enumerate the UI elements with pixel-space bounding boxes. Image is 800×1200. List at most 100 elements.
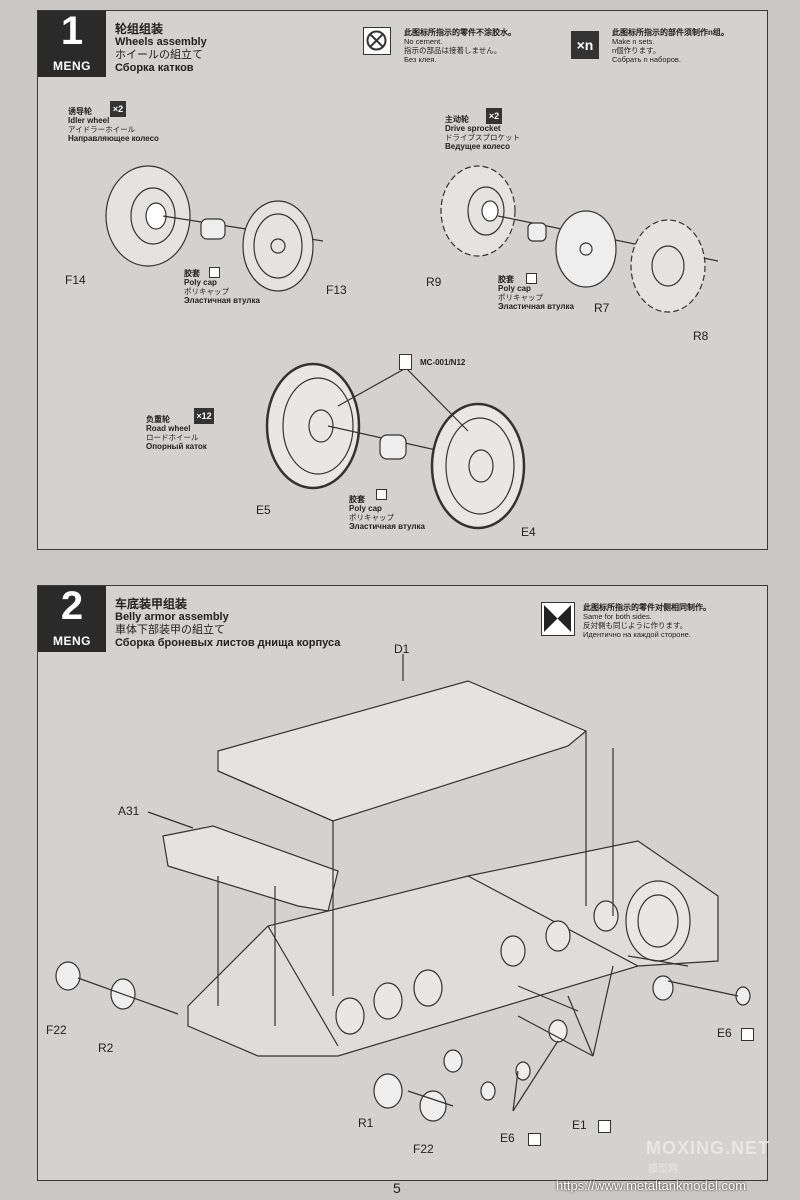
step-2-badge: 2 MENG: [38, 584, 106, 652]
caption-en: Road wheel: [146, 424, 191, 433]
step-number: 1: [60, 9, 84, 53]
same-both-sides-note: 此图标所指示的零件对侧相同制作。 Same for both sides. 反対…: [583, 603, 711, 639]
meng-logo: MENG: [53, 634, 91, 648]
make-n-note: 此图标所指示的部件须制作n组。 Make n sets. n個作ります。 Соб…: [612, 28, 729, 64]
same-both-sides-icon: [598, 1120, 611, 1133]
part-E1: E1: [572, 1118, 587, 1132]
step-1-badge: 1 MENG: [38, 9, 106, 77]
no-cement-note: 此图标所指示的零件不涂胶水。 No cement. 指示の部品は接着しません。 …: [404, 28, 516, 64]
part-E6: E6: [500, 1131, 515, 1145]
step-2-title: 车底装甲组装 Belly armor assembly 車体下部装甲の組立て С…: [115, 598, 340, 650]
part-F22: F22: [413, 1142, 434, 1156]
caption-cn: 主动轮: [445, 115, 469, 124]
step-1-title: 轮组组装 Wheels assembly ホイールの組立て Сборка кат…: [115, 23, 207, 75]
caption-ru: Ведущее колесо: [445, 142, 510, 151]
caption-jp: ロードホイール: [146, 433, 199, 442]
road-wheel-caption: 负重轮 Road wheel ロードホイール Опорный каток: [146, 415, 207, 451]
caption-ru: Направляющее колесо: [68, 134, 159, 143]
page-number: 5: [393, 1180, 401, 1196]
no-cement-icon: [209, 267, 220, 278]
part-R1: R1: [358, 1116, 374, 1130]
caption-ru: Эластичная втулка: [498, 302, 574, 311]
title-en: Wheels assembly: [115, 36, 207, 48]
poly-cap-caption: 胶套 Poly cap ポリキャップ Эластичная втулка: [184, 269, 260, 305]
caption-en: Drive sprocket: [445, 124, 501, 133]
note-ru: Без клея.: [404, 55, 437, 64]
title-jp: ホイールの組立て: [115, 49, 203, 61]
quantity-badge: ×2: [110, 101, 126, 117]
quantity-badge: ×12: [194, 408, 214, 424]
note-en: Make n sets.: [612, 37, 655, 46]
same-both-sides-icon: [541, 602, 575, 636]
note-en: Same for both sides.: [583, 612, 652, 621]
part-E5: E5: [256, 503, 271, 517]
caption-ru: Эластичная втулка: [184, 296, 260, 305]
part-D1: D1: [394, 642, 410, 656]
caption-cn: 诱导轮: [68, 107, 92, 116]
caption-jp: ポリキャップ: [349, 513, 394, 522]
source-url[interactable]: https://www.metaltankmodel.com: [556, 1178, 747, 1193]
step-number: 2: [60, 584, 84, 628]
caption-jp: ドライブスプロケット: [445, 133, 520, 142]
part-R8: R8: [693, 329, 709, 343]
drive-sprocket-caption: 主动轮 Drive sprocket ドライブスプロケット Ведущее ко…: [445, 115, 520, 151]
part-E6: E6: [717, 1026, 732, 1040]
caption-cn: 胶套: [349, 495, 365, 504]
caption-cn: 负重轮: [146, 415, 170, 424]
caption-en: Poly cap: [184, 278, 217, 287]
watermark: MOXING.NET: [646, 1138, 771, 1158]
note-jp: n個作ります。: [612, 46, 661, 55]
belly-armor-diagram: [55, 654, 751, 1122]
part-A31: A31: [118, 804, 140, 818]
step-1-panel: 1 MENG 轮组组装 Wheels assembly ホイールの組立て Сбо…: [37, 9, 768, 550]
poly-cap-caption: 胶套 Poly cap ポリキャップ Эластичная втулка: [349, 495, 425, 531]
part-R7: R7: [594, 301, 610, 315]
part-F13: F13: [326, 283, 347, 297]
meng-logo: MENG: [53, 59, 91, 73]
caption-en: Poly cap: [349, 504, 382, 513]
note-jp: 反対側も同じように作ります。: [583, 621, 688, 630]
note-cn: 此图标所指示的零件不涂胶水。: [404, 28, 516, 37]
note-ru: Собрать n наборов.: [612, 55, 681, 64]
same-both-sides-icon: [741, 1028, 754, 1041]
title-en: Belly armor assembly: [115, 611, 229, 623]
title-cn: 轮组组装: [115, 22, 164, 36]
no-cement-icon: [363, 27, 391, 55]
paint-brush-icon: [399, 354, 412, 370]
part-F14: F14: [65, 273, 86, 287]
same-both-sides-icon: [528, 1133, 541, 1146]
caption-ru: Опорный каток: [146, 442, 207, 451]
no-cement-icon: [376, 489, 387, 500]
idler-wheel-caption: 诱导轮 Idler wheel アイドラーホイール Направляющее к…: [68, 107, 159, 143]
title-jp: 車体下部装甲の組立て: [115, 624, 225, 636]
title-ru: Сборка броневых листов днища корпуса: [115, 637, 341, 649]
note-cn: 此图标所指示的零件对侧相同制作。: [583, 603, 711, 612]
paint-code: MC-001/N12: [420, 358, 466, 367]
caption-jp: ポリキャップ: [498, 293, 543, 302]
title-ru: Сборка катков: [115, 62, 194, 74]
paint-reference: MC-001/N12: [420, 358, 465, 367]
poly-cap-caption: 胶套 Poly cap ポリキャップ Эластичная втулка: [498, 275, 574, 311]
caption-jp: ポリキャップ: [184, 287, 229, 296]
caption-ru: Эластичная втулка: [349, 522, 425, 531]
step-2-panel: 2 MENG 车底装甲组装 Belly armor assembly 車体下部装…: [37, 584, 768, 1181]
quantity-badge: ×2: [486, 108, 502, 124]
part-R2: R2: [98, 1041, 114, 1055]
note-en: No cement.: [404, 37, 443, 46]
no-cement-icon: [526, 273, 537, 284]
part-R9: R9: [426, 275, 442, 289]
note-ru: Идентично на каждой стороне.: [583, 630, 691, 639]
caption-cn: 胶套: [184, 269, 200, 278]
watermark-sub: 模型网: [648, 1164, 678, 1175]
title-cn: 车底装甲组装: [115, 597, 188, 611]
caption-cn: 胶套: [498, 275, 514, 284]
make-n-sets-icon: ×n: [571, 31, 599, 59]
note-cn: 此图标所指示的部件须制作n组。: [612, 28, 729, 37]
caption-jp: アイドラーホイール: [68, 125, 136, 134]
part-F22: F22: [46, 1023, 67, 1037]
caption-en: Poly cap: [498, 284, 531, 293]
part-E4: E4: [521, 525, 536, 539]
wheels-diagram: [105, 165, 719, 530]
caption-en: Idler wheel: [68, 116, 110, 125]
note-jp: 指示の部品は接着しません。: [404, 46, 502, 55]
